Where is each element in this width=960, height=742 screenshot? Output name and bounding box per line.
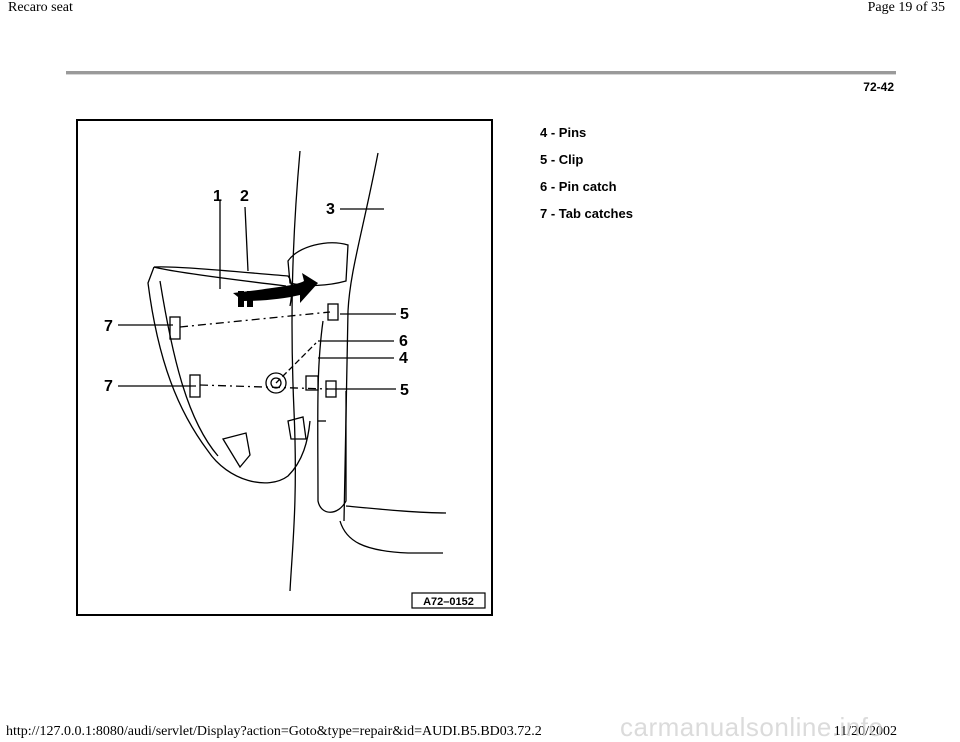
seat-trim-illustration: 1 2 3 5 7 6 4 7 5 A72–0152	[104, 150, 486, 609]
page-indicator: Page 19 of 35	[867, 0, 945, 15]
legend-list: 4 - Pins 5 - Clip 6 - Pin catch 7 - Tab …	[540, 124, 633, 232]
callout-7-lower: 7	[104, 378, 113, 395]
callout-5-upper: 5	[400, 306, 409, 323]
section-page-number: 72-42	[863, 80, 894, 94]
callout-7-upper: 7	[104, 318, 113, 335]
seat-diagram-figure: 1 2 3 5 7 6 4 7 5 A72–0152	[76, 119, 493, 616]
document-title: Recaro seat	[8, 0, 73, 15]
legend-item-pins: 4 - Pins	[540, 125, 587, 140]
header-divider	[66, 71, 896, 75]
callout-4: 4	[399, 350, 408, 367]
legend-item-pin-catch: 6 - Pin catch	[540, 179, 617, 194]
figure-code: A72–0152	[423, 596, 474, 608]
callout-6: 6	[399, 333, 408, 350]
legend-item-clip: 5 - Clip	[540, 152, 584, 167]
footer-url[interactable]: http://127.0.0.1:8080/audi/servlet/Displ…	[6, 724, 542, 739]
footer-date: 11/20/2002	[833, 724, 897, 739]
callout-3: 3	[326, 201, 335, 218]
legend-item-tab-catches: 7 - Tab catches	[540, 206, 633, 221]
callout-1: 1	[213, 188, 222, 205]
watermark: carmanualsonline.info	[620, 712, 884, 742]
callout-5-lower: 5	[400, 382, 409, 399]
callout-2: 2	[240, 188, 249, 205]
